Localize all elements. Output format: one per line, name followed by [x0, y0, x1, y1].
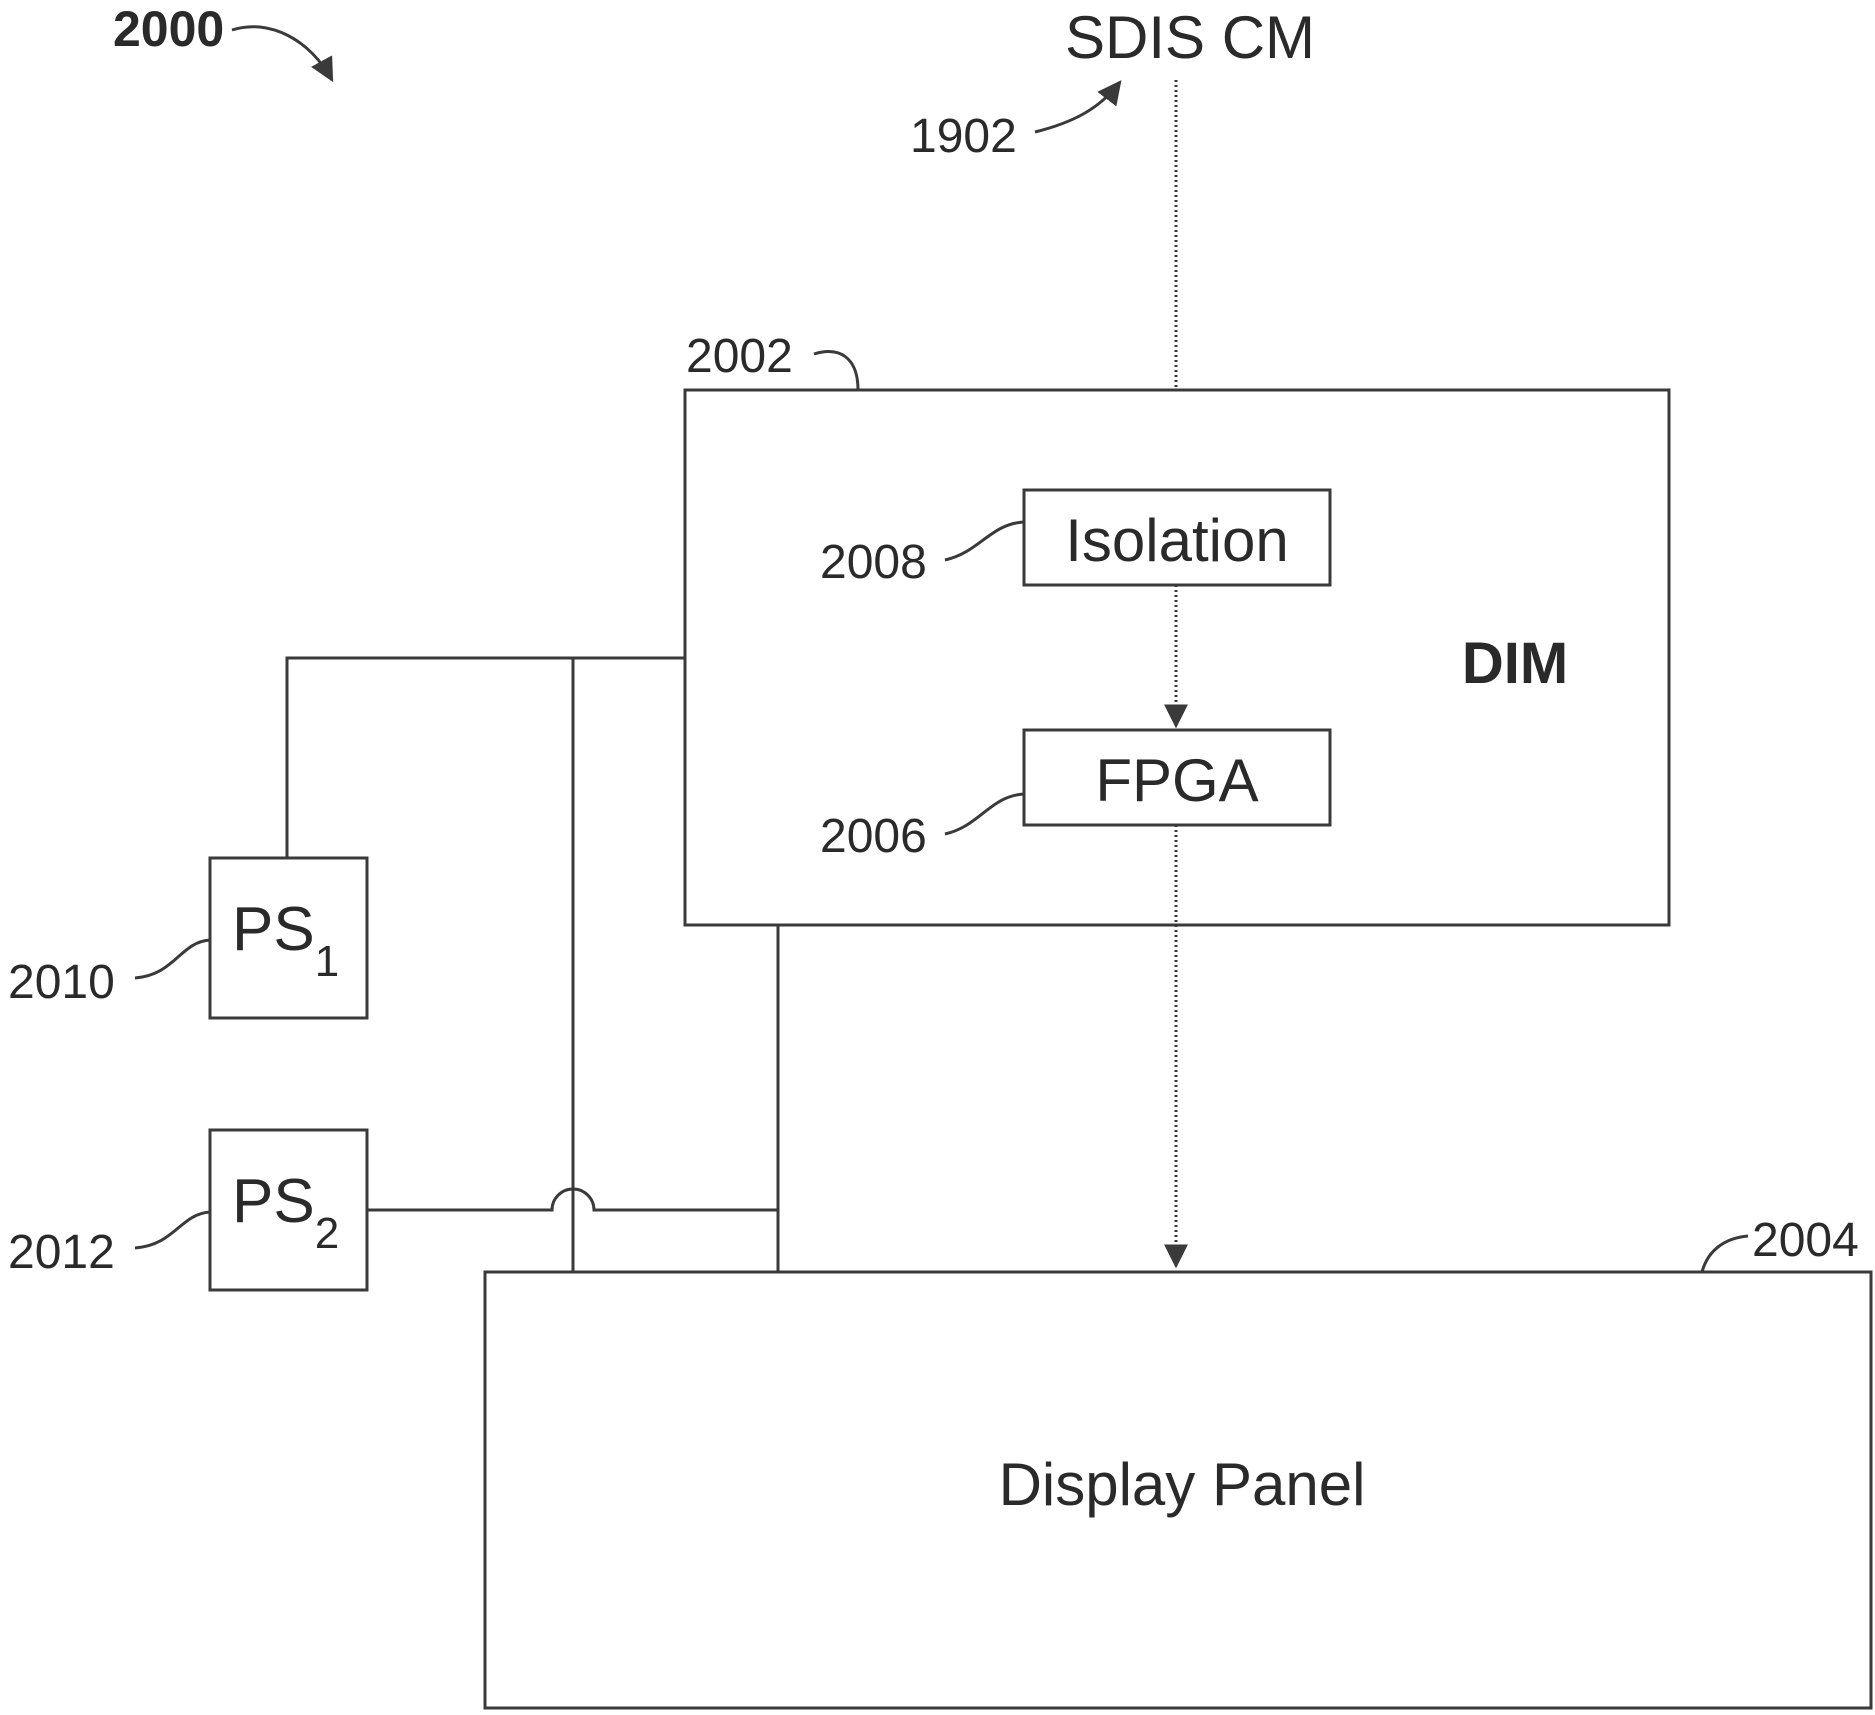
fpga-box — [1022, 728, 1332, 827]
ps1-box — [208, 856, 369, 1020]
sdis-cm-ref: 1902 — [910, 110, 1017, 163]
ps2-label-subscript: 2 — [315, 1209, 339, 1258]
dim-label: DIM — [1462, 631, 1568, 696]
isolation-box — [1022, 488, 1332, 587]
ps2-label: PS2 — [232, 1167, 339, 1258]
isolation-label: Isolation — [1065, 507, 1288, 574]
dim-ref-leader — [813, 350, 860, 391]
display-panel-ref: 2004 — [1752, 1214, 1859, 1267]
ps1-label-main: PS — [232, 895, 315, 964]
ps1-ref: 2010 — [8, 956, 115, 1009]
figure-number-arrow — [231, 25, 334, 83]
dim-ref: 2002 — [686, 330, 793, 383]
ps1-power-wire — [285, 656, 685, 858]
display-panel-ref-leader — [1700, 1234, 1749, 1273]
ps2-ref: 2012 — [8, 1226, 115, 1279]
figure-number-label: 2000 — [113, 1, 224, 57]
ps2-power-wire — [368, 1187, 778, 1212]
fpga-label: FPGA — [1095, 747, 1258, 814]
isolation-ref: 2008 — [820, 536, 927, 589]
fpga-ref: 2006 — [820, 810, 927, 863]
sdis-cm-label: SDIS CM — [1065, 4, 1315, 71]
ps1-label: PS1 — [232, 895, 339, 986]
ps2-box — [208, 1128, 369, 1292]
isolation-ref-leader — [944, 520, 1025, 562]
fpga-ref-leader — [944, 792, 1025, 836]
display-panel-box — [483, 1270, 1873, 1710]
sdis-cm-ref-leader — [1034, 80, 1122, 134]
ps2-label-main: PS — [232, 1167, 315, 1236]
ps1-ref-leader — [134, 938, 211, 980]
ps1-label-subscript: 1 — [315, 937, 339, 986]
ps2-ref-leader — [134, 1210, 211, 1250]
display-panel-label: Display Panel — [999, 1451, 1366, 1518]
